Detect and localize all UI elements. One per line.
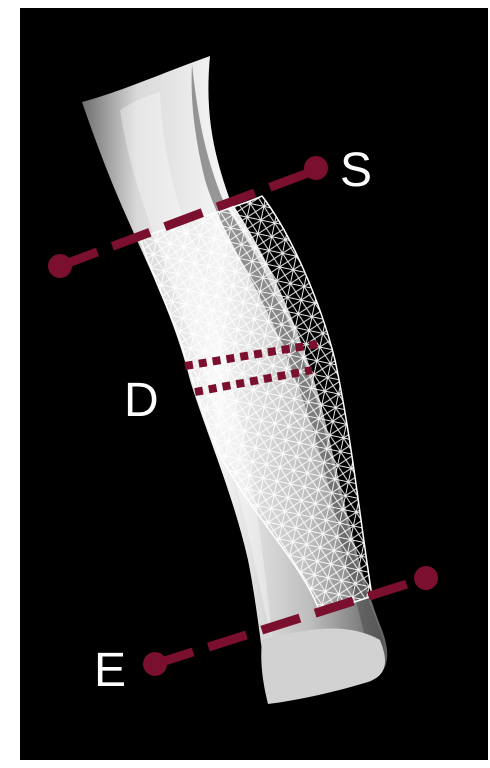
label-end: E xyxy=(94,644,126,697)
end-cut-endpoint-left xyxy=(143,652,167,676)
end-cut-endpoint-right xyxy=(414,566,438,590)
label-defect: D xyxy=(124,374,159,427)
label-start: S xyxy=(340,144,372,197)
start-cut-endpoint-right xyxy=(304,156,328,180)
start-cut-endpoint-left xyxy=(48,254,72,278)
